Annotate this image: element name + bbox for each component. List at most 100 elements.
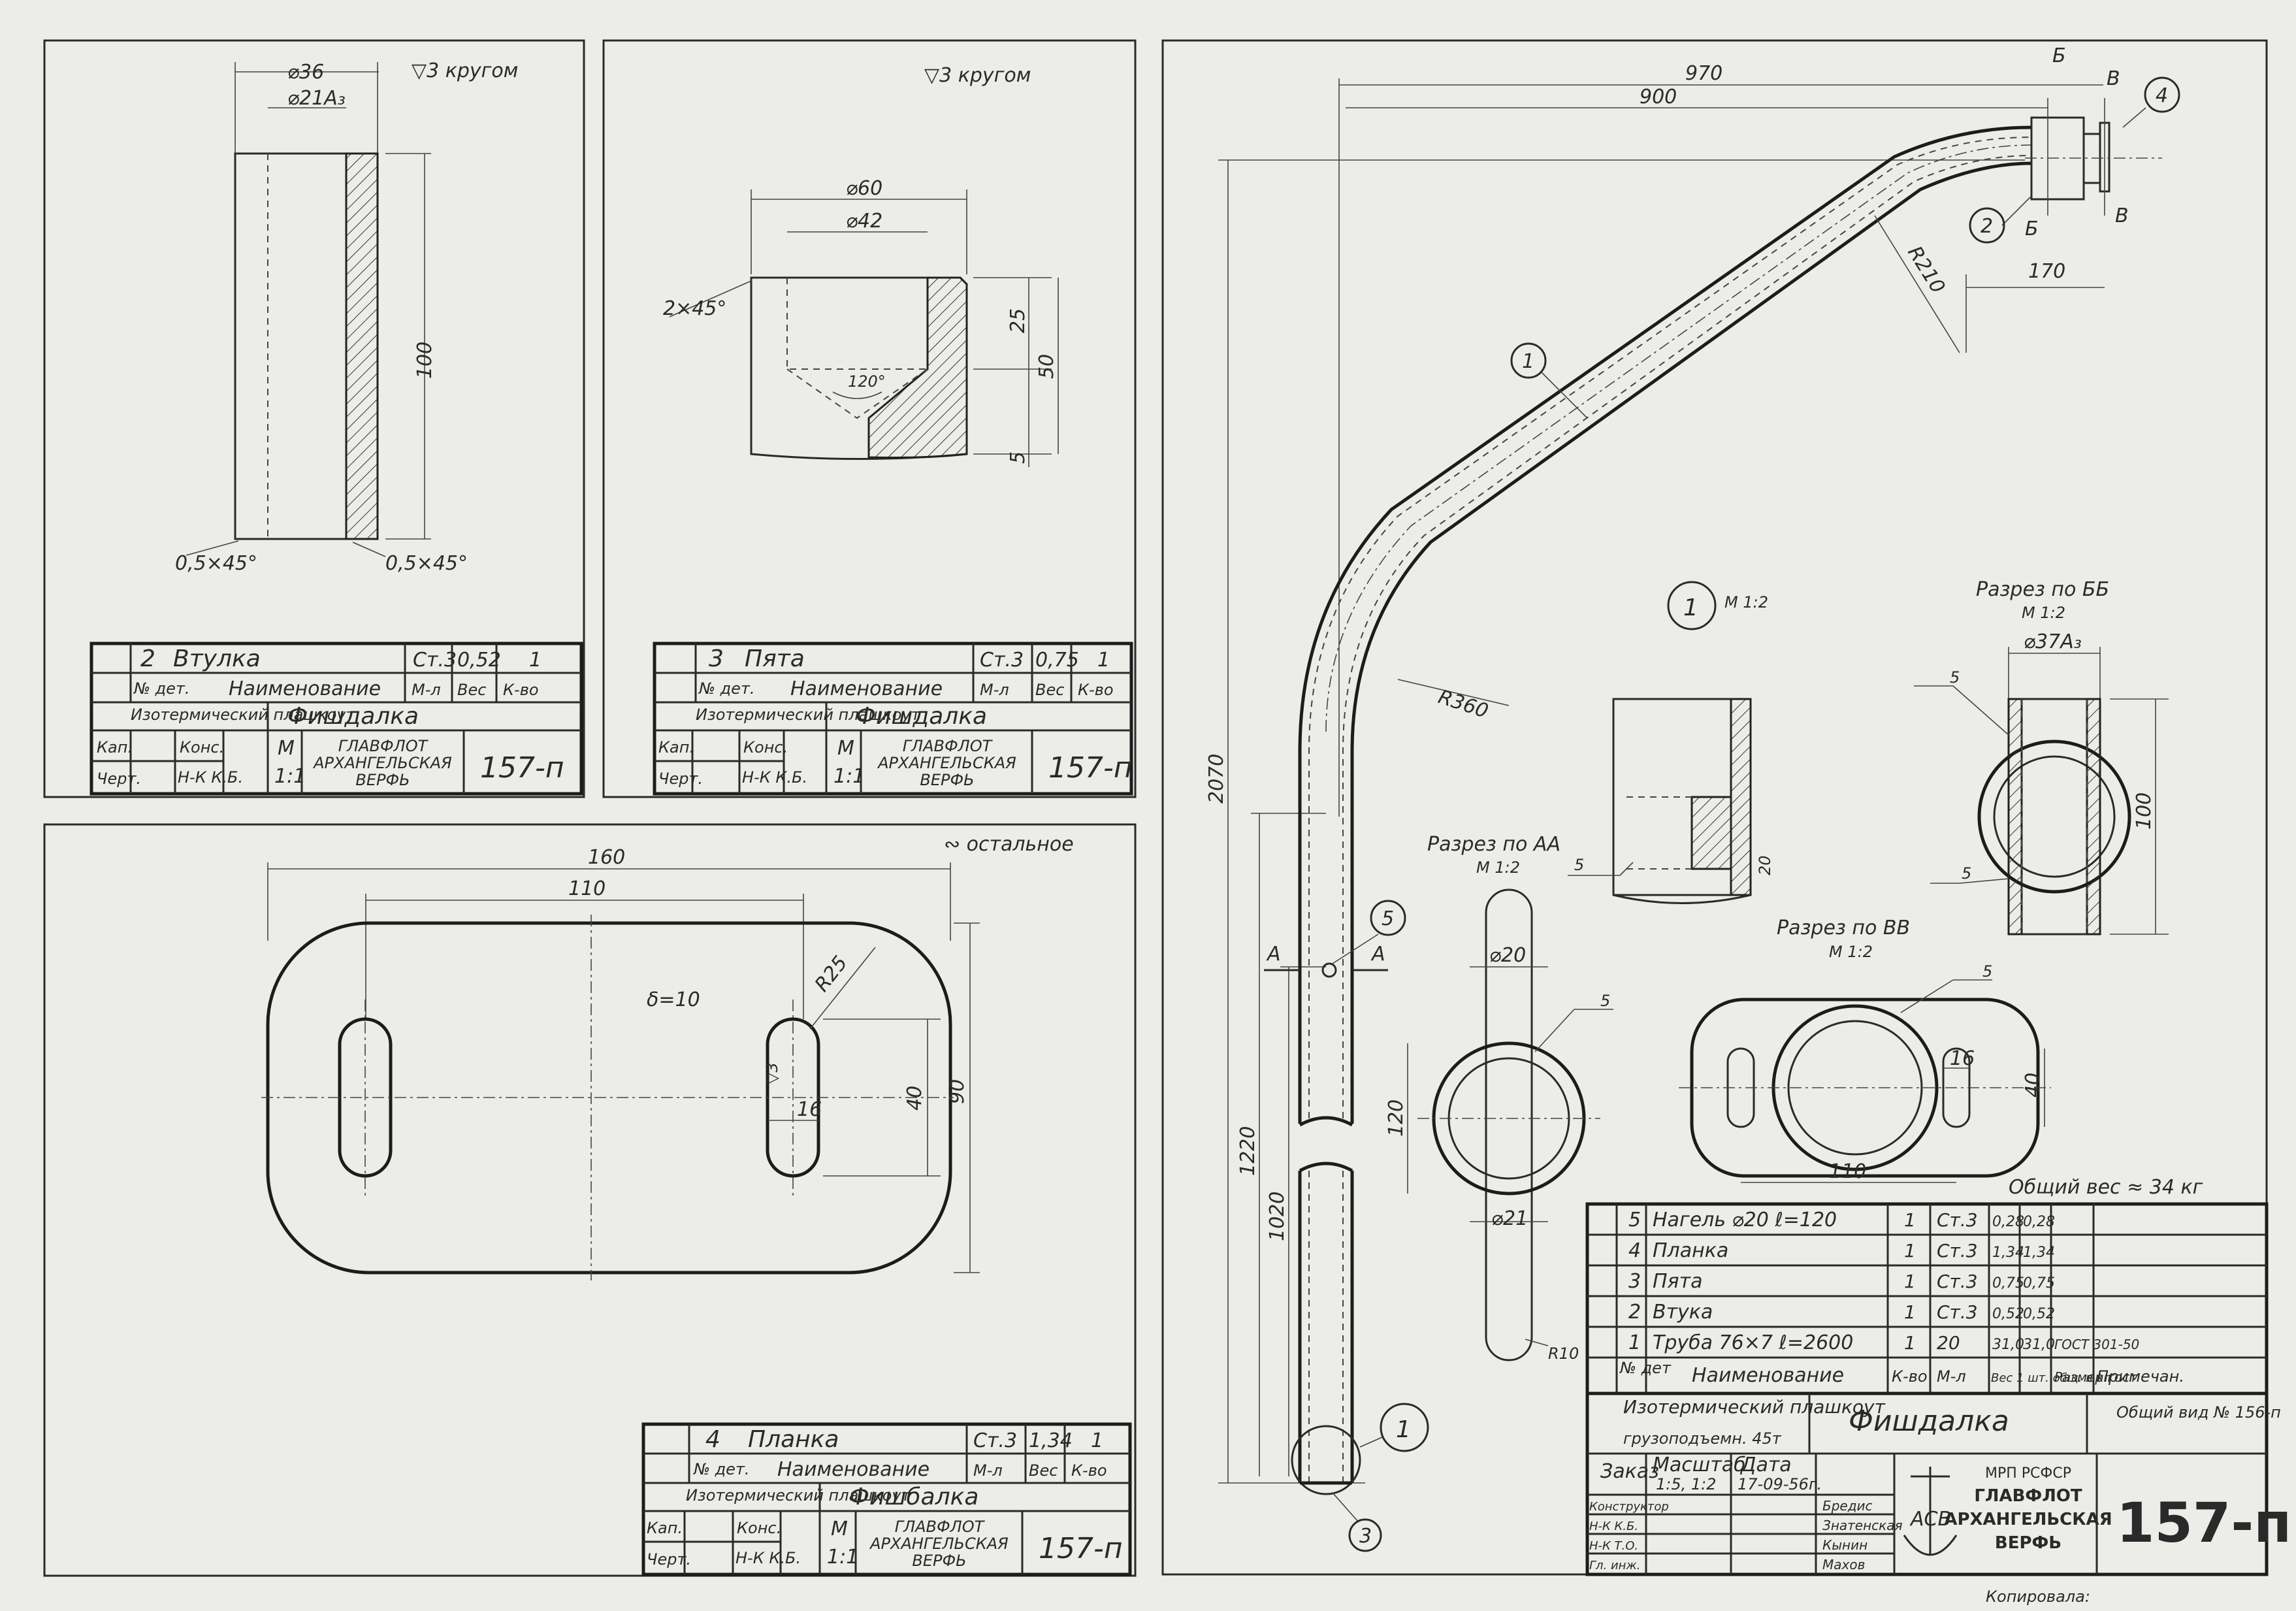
main-tb-name-3: Махов <box>1822 1557 1865 1572</box>
frame-bushing <box>43 39 585 798</box>
heel-h1: 25 <box>1007 308 1029 333</box>
tb2-project: Изотермический плашкоут <box>131 706 356 724</box>
balloon-2 <box>1969 207 2005 244</box>
section-bb-h100: 100 <box>2133 792 2156 830</box>
parts-row-pos: 3 <box>1628 1270 1641 1293</box>
balloon-1-text: 1 <box>1522 350 1534 373</box>
parts-row-qty: 1 <box>1904 1240 1916 1261</box>
section-aa-d21: ⌀21 <box>1491 1207 1528 1230</box>
plate-radius: R25 <box>811 952 852 996</box>
heel-titleblock: 3 Пята Ст.3 0,75 1 № дет. Наименование М… <box>653 642 1133 796</box>
plate-slot-width: 16 <box>797 1098 822 1121</box>
bushing-roughness: ▽3 кругом <box>412 59 518 82</box>
bushing-view: ▽3 кругом ⌀36 ⌀21А₃ 100 0,5×45° 0,5×45° <box>175 59 518 575</box>
parts-h-note: Примечан. <box>2097 1367 2184 1386</box>
tb2-material: Ст.3 <box>413 649 457 672</box>
tb4-scale: 1:1 <box>827 1546 858 1569</box>
tb4-h-no: № дет. <box>692 1460 750 1478</box>
detail-1-dim20: 20 <box>1756 855 1774 875</box>
heel-roughness: ▽3 кругом <box>924 64 1031 87</box>
parts-h-pos: № дет <box>1619 1359 1672 1377</box>
main-tb-date-label: Дата <box>1739 1454 1792 1476</box>
tb3-qty: 1 <box>1097 649 1110 672</box>
detail-1-scale: М 1:2 <box>1724 593 1768 611</box>
parts-row-w2: 31,0 <box>2023 1337 2055 1353</box>
main-tb-org-1: ГЛАВФЛОТ <box>1974 1486 2082 1506</box>
tb3-h-mat: М-л <box>980 681 1009 699</box>
tb2-h-name: Наименование <box>229 677 381 700</box>
tb3-org-0: ГЛАВФЛОТ <box>903 737 994 755</box>
tb4-nk: Н-К К.Б. <box>736 1549 801 1567</box>
parts-row-name: Пята <box>1653 1270 1702 1293</box>
total-weight: Общий вес ≈ 34 кг <box>2009 1176 2203 1199</box>
tb4-cons: Конс. <box>737 1519 781 1537</box>
plate-slot-length: 40 <box>903 1086 926 1111</box>
dim-1020: 1020 <box>1266 1192 1289 1241</box>
parts-row-mat: Ст.3 <box>1937 1301 1978 1323</box>
main-tb-assembly: Фишдалка <box>1849 1405 2009 1438</box>
tb4-pos: 4 <box>705 1426 720 1453</box>
tb3-weight: 0,75 <box>1035 649 1079 672</box>
section-vv-callout: 5 <box>1982 962 1992 981</box>
tb4-org-0: ГЛАВФЛОТ <box>895 1518 986 1536</box>
main-tb-org-2: АРХАНГЕЛЬСКАЯ <box>1944 1510 2112 1529</box>
section-aa-title: Разрез по АА <box>1427 833 1560 856</box>
section-bb-callout-top: 5 <box>1950 668 1960 687</box>
main-tb-scale-label: Масштаб <box>1653 1454 1746 1476</box>
plate-slot-spacing: 110 <box>568 877 606 900</box>
tb3-h-qty: К-во <box>1078 681 1114 699</box>
tb4-material: Ст.3 <box>973 1429 1017 1452</box>
main-tb-order: Заказ <box>1600 1460 1659 1483</box>
heel-inner-dia: ⌀42 <box>846 210 882 233</box>
main-tb-name-0: Бредис <box>1822 1498 1873 1514</box>
dim-970: 970 <box>1685 62 1722 85</box>
balloon-1 <box>1510 342 1547 379</box>
tb2-h-qty: К-во <box>503 681 539 699</box>
parts-row-mat: Ст.3 <box>1937 1240 1978 1261</box>
bushing-outer-dia: ⌀36 <box>287 61 324 84</box>
balloon-2-text: 2 <box>1981 215 1993 238</box>
parts-row-name: Втука <box>1653 1301 1713 1324</box>
tb3-name: Пята <box>745 645 805 672</box>
tb4-kap: Кап. <box>647 1519 683 1537</box>
parts-row-std: ГОСТ 301-50 <box>2054 1337 2139 1352</box>
section-aa-pin <box>1485 888 1533 1361</box>
tb3-material: Ст.3 <box>980 649 1024 672</box>
tb4-assembly: Фишбалка <box>849 1484 978 1510</box>
bushing-titleblock: 2 Втулка Ст.3 0,52 1 № дет. Наименование… <box>89 642 583 796</box>
plate-rough-mark-1: ▽3 <box>763 1062 781 1084</box>
tb3-h-no: № дет. <box>698 679 755 698</box>
detail-circle-bottom <box>1291 1425 1361 1495</box>
bushing-chamfer-right: 0,5×45° <box>385 552 468 575</box>
parts-row-w2: 1,34 <box>2023 1245 2055 1261</box>
tb2-weight: 0,52 <box>457 649 501 672</box>
parts-h-qty: К-во <box>1892 1367 1928 1386</box>
dim-1220: 1220 <box>1237 1126 1259 1176</box>
pin-hole <box>1321 962 1337 978</box>
tb3-cons: Конс. <box>743 738 788 757</box>
parts-row-w2: 0,75 <box>2023 1275 2055 1292</box>
parts-row-qty: 1 <box>1904 1332 1916 1354</box>
section-mark-b-bottom: Б <box>2025 218 2039 240</box>
parts-h-weight: Вес 1 шт. общ. в кг <box>1991 1371 2110 1385</box>
bushing-hatch <box>345 152 379 540</box>
main-tb-date: 17-09-56г. <box>1738 1475 1822 1493</box>
heel-outer-dia: ⌀60 <box>846 177 882 200</box>
section-vv-h40: 40 <box>2022 1073 2045 1098</box>
dim-2070: 2070 <box>1205 754 1228 804</box>
main-tb-org-0: МРП РСФСР <box>1985 1465 2071 1482</box>
parts-row-qty: 1 <box>1904 1301 1916 1323</box>
dim-r210: R210 <box>1903 242 1949 298</box>
parts-row-name: Труба 76×7 ℓ=2600 <box>1653 1331 1853 1354</box>
section-bb-ring-inner <box>1993 755 2116 878</box>
tb3-chert: Черт. <box>658 770 703 788</box>
main-tb-name-2: Кынин <box>1822 1537 1868 1553</box>
section-bb-d37: ⌀37А₃ <box>2024 630 2082 653</box>
heel-chamfer: 2×45° <box>663 297 726 320</box>
plate-roughness: ∾ остальное <box>944 833 1074 856</box>
plate-thickness: δ=10 <box>647 988 700 1011</box>
tb3-org-2: ВЕРФЬ <box>920 771 974 789</box>
parts-row-mat: Ст.3 <box>1937 1271 1978 1292</box>
tb4-h-weight: Вес <box>1029 1461 1058 1480</box>
